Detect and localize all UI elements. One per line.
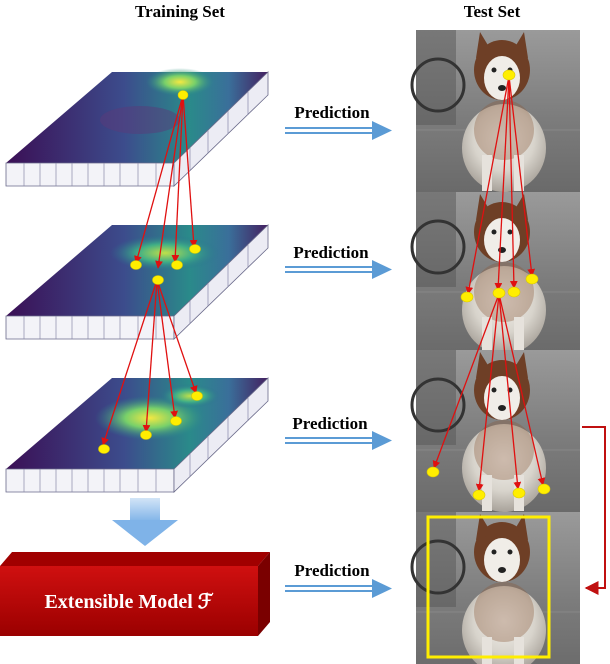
right-arrow-icon [285,121,392,140]
test-image-3 [410,348,582,514]
prediction-label-2: Prediction [293,243,369,262]
prediction-label-4: Prediction [294,561,370,580]
prediction-row-1: Prediction [285,103,392,140]
test-links [432,75,546,492]
bracket-arrow-icon [582,426,606,595]
prediction-label-3: Prediction [292,414,368,433]
right-arrow-icon [285,431,392,450]
training-links [101,94,198,446]
training-set-header: Training Set [135,2,225,21]
test-image-4 [410,510,582,664]
bounding-box [426,515,551,659]
prediction-row-2: Prediction [285,243,392,279]
test-keypoints [426,69,551,501]
prediction-row-4: Prediction [285,561,392,598]
right-arrow-icon [285,579,392,598]
test-set-header: Test Set [464,2,521,21]
model-label: Extensible Model ℱ [44,591,213,613]
heatmap-slab-1 [5,68,269,187]
training-keypoints [98,90,203,454]
prediction-label-1: Prediction [294,103,370,122]
test-image-1 [410,28,582,194]
heatmap-slab-3 [5,377,269,493]
prediction-row-3: Prediction [285,414,392,450]
down-arrow-icon [112,498,178,546]
right-arrow-icon [285,260,392,279]
extensible-model-box: Extensible Model ℱ [0,552,270,636]
heatmap-slab-2 [5,224,269,340]
